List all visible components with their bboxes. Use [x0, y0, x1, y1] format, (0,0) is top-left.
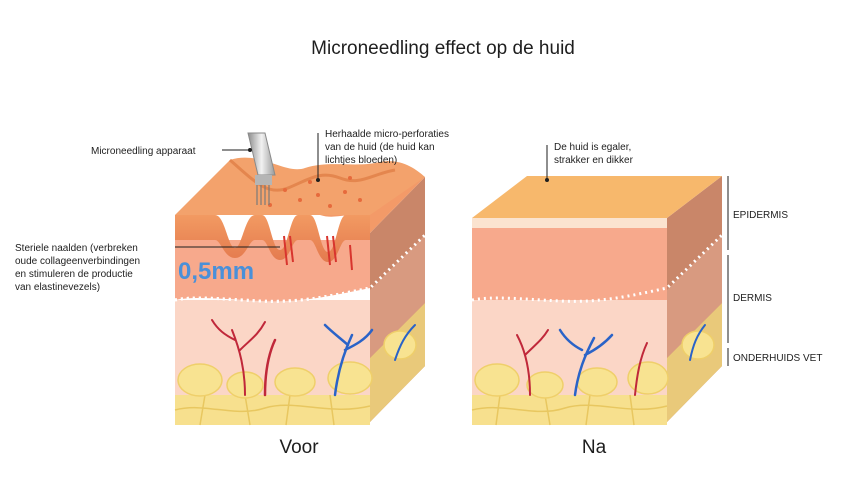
layer-label-dermis: DERMIS — [733, 293, 772, 304]
epidermis-layer-after — [472, 218, 667, 228]
microneedling-device — [247, 132, 276, 205]
callout-device: Microneedling apparaat — [91, 146, 196, 157]
fat-layer-before — [175, 395, 370, 425]
depth-label: 0,5mm — [178, 258, 254, 285]
callout-needles: Steriele naalden (verbreken oude collage… — [15, 243, 143, 293]
layer-label-fat: ONDERHUIDS VET — [733, 353, 822, 364]
skin-block-before — [174, 132, 427, 426]
caption-before: Voor — [279, 437, 319, 458]
skin-surface-after — [472, 176, 722, 218]
callout-perforations: Herhaalde micro-perforaties van de huid … — [325, 129, 452, 166]
skin-block-after — [471, 176, 724, 426]
fat-layer-after — [472, 395, 667, 425]
diagram-title: Microneedling effect op de huid — [311, 38, 575, 59]
epidermis-layer-before — [175, 215, 370, 262]
caption-after: Na — [582, 437, 607, 458]
layer-label-epidermis: EPIDERMIS — [733, 210, 788, 221]
callout-result: De huid is egaler, strakker en dikker — [554, 142, 634, 166]
